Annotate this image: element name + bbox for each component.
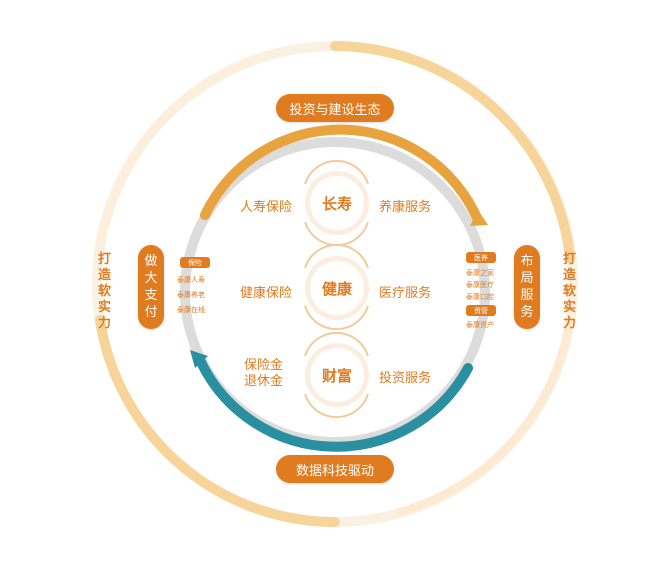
outer-arc-bottom-right xyxy=(396,316,574,516)
panel-item: 泰康口腔 xyxy=(466,293,494,301)
core3-arc-bottom xyxy=(304,393,369,419)
panel-item: 泰康养老 xyxy=(177,291,205,299)
investment-ecosystem-pill: 投资与建设生态 xyxy=(276,94,394,122)
right-outer-text: 打 造 软 实 力 xyxy=(563,252,577,331)
outer-arc-top-left xyxy=(96,58,254,254)
insurance-tag: 保险 xyxy=(180,257,210,268)
payment-pill: 做 大 支 付 xyxy=(138,245,164,329)
health-insurance-label: 健康保险 xyxy=(240,286,293,301)
outer-arc-top-right xyxy=(330,41,575,263)
elderly-care-label: 养康服务 xyxy=(379,200,432,215)
teal-arc xyxy=(195,355,473,452)
core2-arc-bottom xyxy=(304,305,369,331)
medical-service-label: 医疗服务 xyxy=(379,286,432,301)
orange-arc-arrow xyxy=(470,210,488,226)
core2-arc-top xyxy=(304,243,369,269)
left-outer-text: 打 造 软 实 力 xyxy=(98,252,112,331)
core1-arc-top xyxy=(304,159,369,185)
health-core: 健康 xyxy=(310,261,364,315)
teal-arc-arrow xyxy=(190,350,208,368)
medical-care-tag: 医养 xyxy=(466,252,496,263)
panel-item: 泰康之家 xyxy=(466,269,494,277)
panel-item: 泰康医疗 xyxy=(466,281,494,289)
panel-item: 泰康人寿 xyxy=(177,276,205,284)
asset-mgmt-tag: 资管 xyxy=(466,305,496,316)
pension-label: 保险金 退休金 xyxy=(244,358,284,389)
outer-arc-bottom-left xyxy=(95,315,340,527)
life-insurance-label: 人寿保险 xyxy=(240,200,293,215)
service-pill: 布 局 服 务 xyxy=(514,245,540,329)
panel-item: 泰康在线 xyxy=(177,306,205,314)
wealth-core: 财富 xyxy=(310,348,364,402)
orange-arc xyxy=(200,124,483,225)
longevity-core: 长寿 xyxy=(310,176,364,230)
data-tech-pill: 数据科技驱动 xyxy=(276,455,394,483)
core3-arc-top xyxy=(304,331,369,357)
investment-service-label: 投资服务 xyxy=(379,371,432,386)
panel-item: 泰康资产 xyxy=(466,321,494,329)
